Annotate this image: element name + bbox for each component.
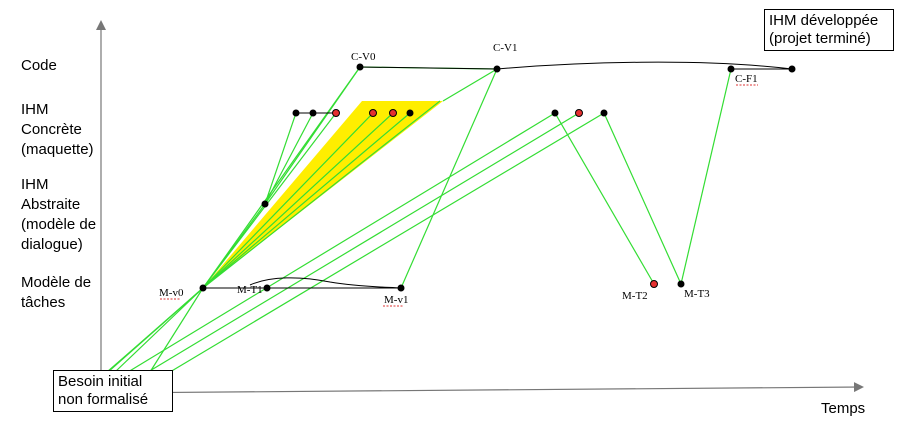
- node-m-v0: [199, 284, 207, 292]
- label-m-t1: M-T1: [237, 284, 263, 296]
- node-m-v1: [397, 284, 405, 292]
- label-m-t2: M-T2: [622, 290, 648, 302]
- link-group: [106, 66, 732, 373]
- end-box: IHM développée (projet terminé): [764, 9, 894, 51]
- node-group: [199, 63, 796, 292]
- node-m-t3: [677, 280, 685, 288]
- node-maquette-6: [406, 109, 414, 117]
- node-maquette-4: [369, 109, 377, 117]
- node-maquette-3: [332, 109, 340, 117]
- code-line-group: [203, 61, 793, 289]
- label-m-v0: M-v0: [159, 287, 184, 299]
- node-c-v1: [493, 65, 501, 73]
- node-c-v0: [356, 63, 364, 71]
- label-c-v0: C-V0: [351, 51, 376, 63]
- node-maquette-8: [575, 109, 583, 117]
- label-c-v1: C-V1: [493, 42, 517, 54]
- node-c-f1: [727, 65, 735, 73]
- node-m-t2: [650, 280, 658, 288]
- start-box: Besoin initial non formalisé: [53, 370, 173, 412]
- node-maquette-9: [600, 109, 608, 117]
- node-abstraite-1: [261, 200, 269, 208]
- label-m-v1: M-v1: [384, 294, 408, 306]
- node-maquette-7: [551, 109, 559, 117]
- row-label-ihm-concrete: IHM Concrète (maquette): [21, 101, 94, 158]
- node-maquette-1: [292, 109, 300, 117]
- x-axis: [100, 382, 864, 394]
- node-end: [788, 65, 796, 73]
- node-maquette-5: [389, 109, 397, 117]
- label-m-t3: M-T3: [684, 288, 710, 300]
- label-c-f1: C-F1: [735, 73, 758, 85]
- row-label-ihm-abstraite: IHM Abstraite (modèle de dialogue): [21, 176, 97, 253]
- x-axis-title: Temps: [821, 400, 866, 417]
- node-maquette-2: [309, 109, 317, 117]
- row-label-modele-taches: Modèle de tâches: [21, 274, 92, 311]
- node-m-t1: [263, 284, 271, 292]
- row-label-code: Code: [21, 57, 57, 74]
